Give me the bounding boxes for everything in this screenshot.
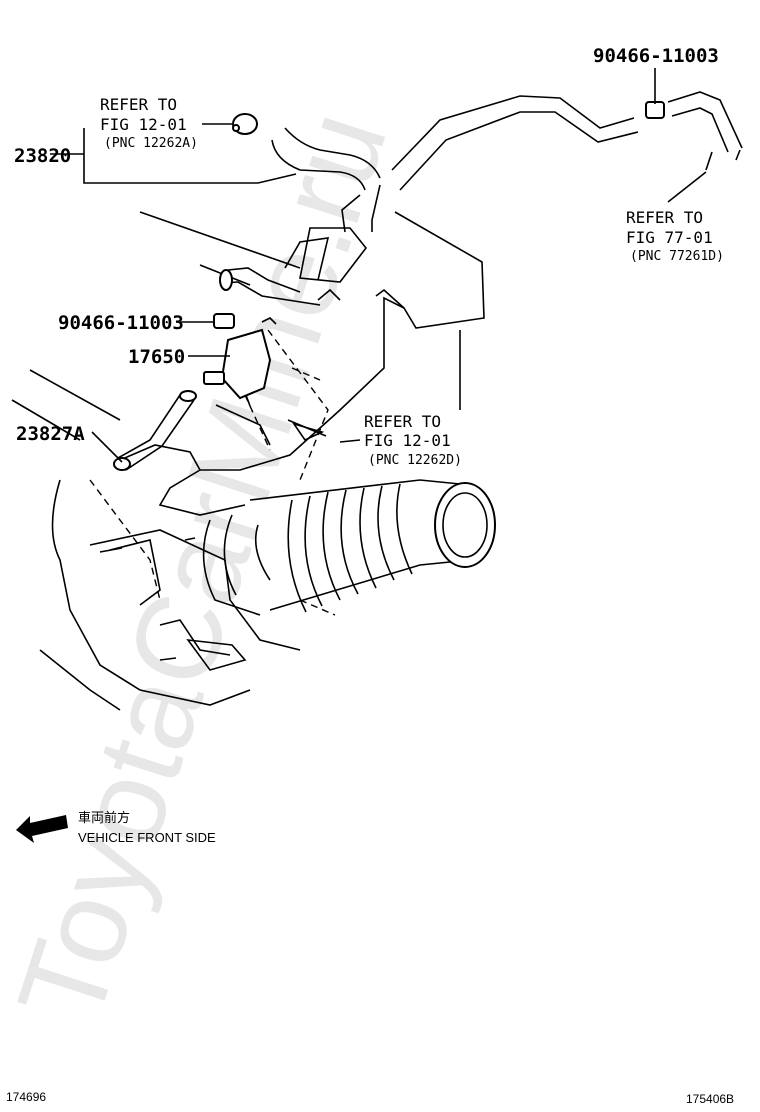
leader-lines	[50, 68, 707, 463]
clip-ref-a	[232, 113, 258, 135]
part-number-17650: 17650	[128, 346, 185, 368]
arrow-left-icon	[16, 815, 68, 843]
vsv-17650	[203, 317, 277, 407]
svg-text:REFER TO: REFER TO	[100, 95, 177, 114]
intake-hose	[202, 479, 496, 616]
refer-to-fig-77-01: REFER TO FIG 77-01 (PNC 77261D)	[626, 208, 724, 264]
hose-end	[219, 269, 233, 291]
refer-to-fig-12-01-a: REFER TO FIG 12-01 (PNC 12262A)	[100, 95, 198, 151]
dashed-leaders	[89, 329, 336, 616]
part-number-23820: 23820	[14, 145, 71, 167]
hose-23820	[219, 95, 639, 306]
svg-text:(PNC 12262A): (PNC 12262A)	[104, 136, 198, 151]
svg-text:REFER TO: REFER TO	[364, 412, 441, 431]
clamp-mid	[213, 313, 235, 329]
part-number-90466-11003-top: 90466-11003	[593, 45, 719, 67]
svg-text:(PNC 12262D): (PNC 12262D)	[368, 453, 462, 468]
svg-text:REFER TO: REFER TO	[626, 208, 703, 227]
direction-en: VEHICLE FRONT SIDE	[78, 830, 216, 845]
footer-id-right: 175406B	[686, 1092, 734, 1106]
part-number-90466-11003-mid: 90466-11003	[58, 312, 184, 334]
part-number-23827A: 23827A	[16, 423, 85, 445]
svg-text:(PNC 77261D): (PNC 77261D)	[630, 249, 724, 264]
svg-text:FIG 12-01: FIG 12-01	[100, 115, 187, 134]
hose-right	[645, 91, 743, 171]
engine-outline	[11, 211, 485, 711]
svg-text:FIG 12-01: FIG 12-01	[364, 431, 451, 450]
footer-id-left: 174696	[6, 1090, 46, 1104]
svg-text:FIG 77-01: FIG 77-01	[626, 228, 713, 247]
vehicle-front-indicator: 車両前方 VEHICLE FRONT SIDE	[16, 810, 216, 845]
refer-to-fig-12-01-d: REFER TO FIG 12-01 (PNC 12262D)	[364, 412, 462, 468]
intake-mouth	[434, 482, 496, 568]
direction-jp: 車両前方	[78, 810, 130, 825]
hose-23827A	[113, 390, 197, 471]
